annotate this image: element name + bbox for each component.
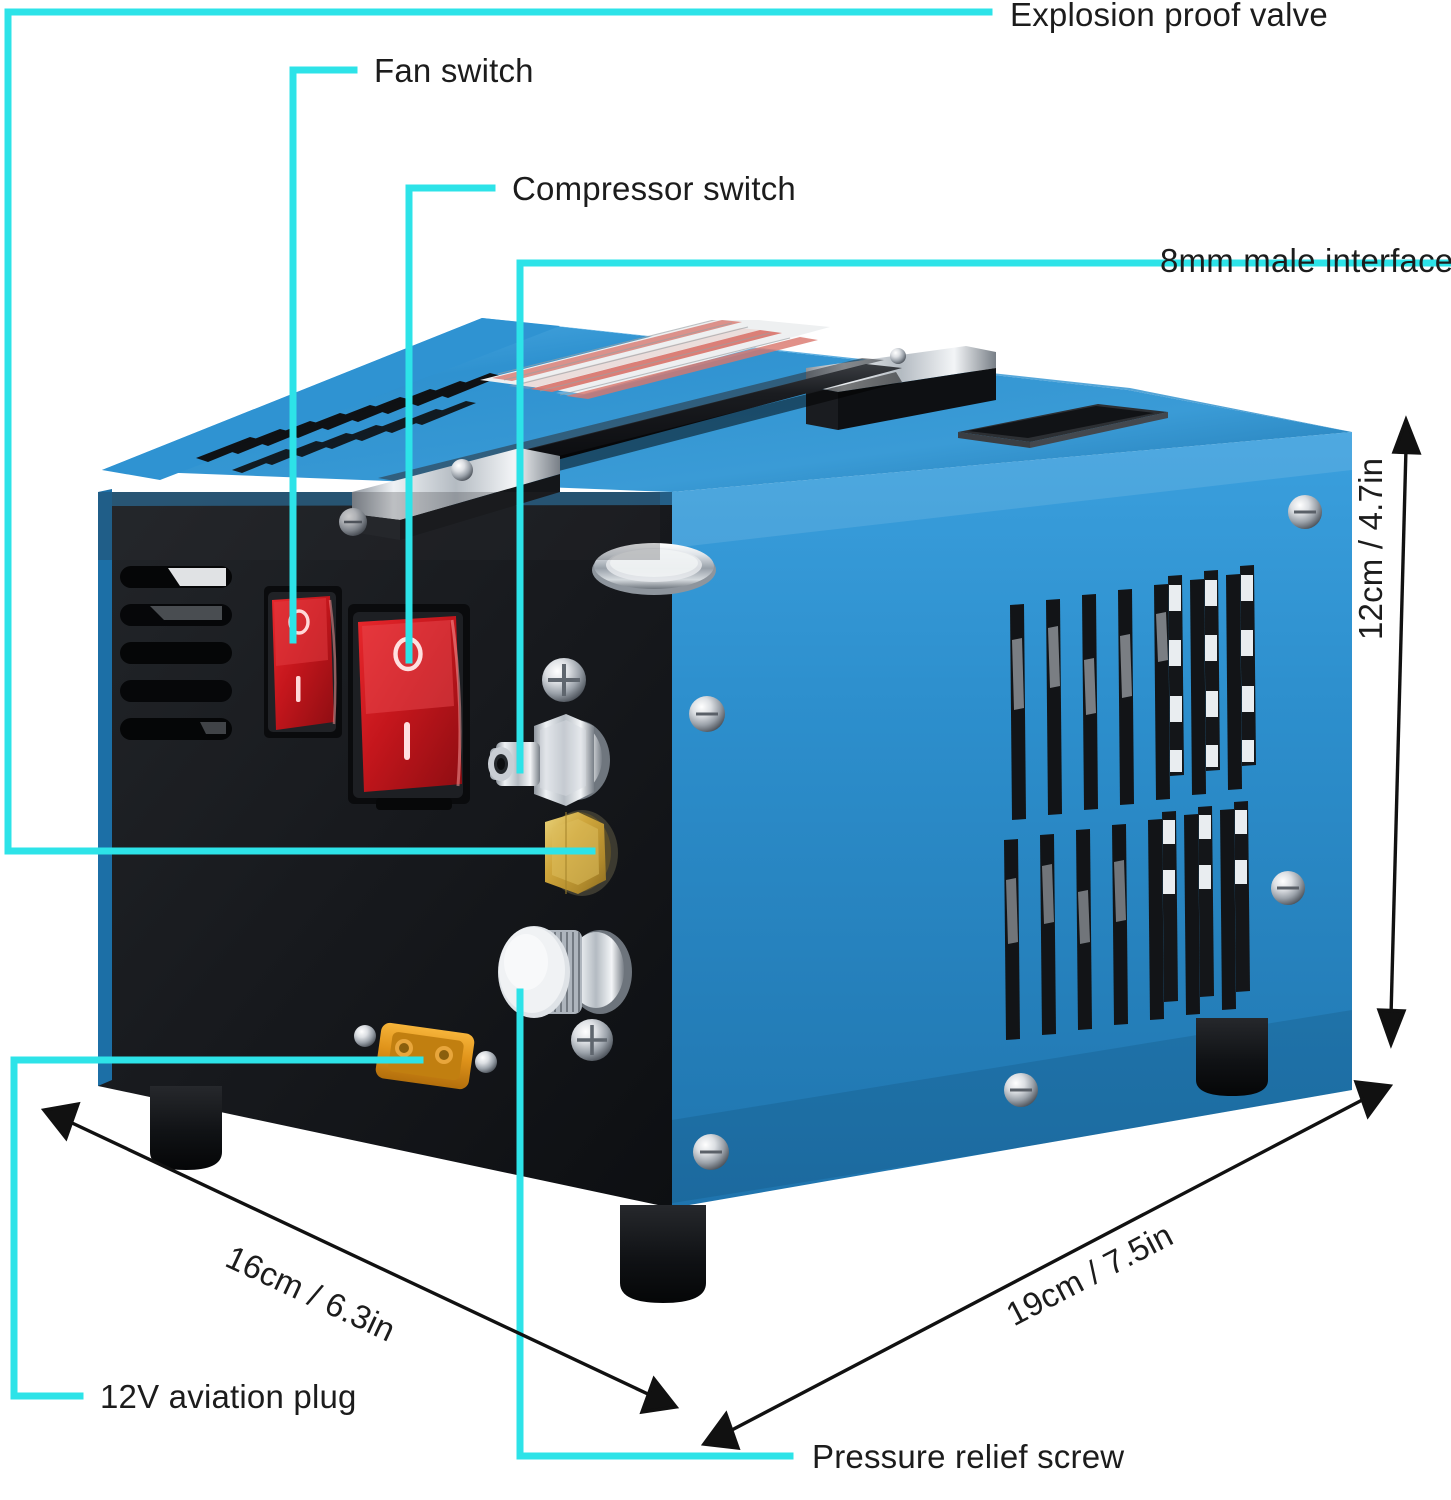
front-left-vents	[120, 566, 232, 740]
device-left-edge-strip	[98, 489, 112, 1086]
quick-connect-fitting	[488, 658, 610, 806]
side-vents-lower	[1004, 801, 1250, 1040]
right-side-details	[672, 432, 1352, 1205]
device-top-left-shoulder	[102, 318, 560, 480]
compressor-switch-rocker[interactable]	[348, 604, 470, 810]
callout-label-explosion-proof-valve: Explosion proof valve	[1010, 0, 1328, 33]
dimension-arrows	[40, 415, 1422, 1451]
side-screws	[339, 495, 1322, 1170]
leader-explosion-proof-valve	[4, 8, 993, 855]
callout-label-compressor-switch: Compressor switch	[512, 170, 796, 207]
display-bezel	[958, 404, 1168, 448]
leader-male-interface-visible	[516, 259, 1144, 774]
callout-label-fan-switch: Fan switch	[374, 52, 534, 89]
top-vents	[196, 373, 502, 473]
device-right-side	[672, 432, 1352, 1208]
dimension-label-depth: 16cm / 6.3in	[220, 1238, 402, 1349]
leader-male-interface	[516, 259, 1451, 774]
dimension-label-height: 12cm / 4.7in	[1352, 457, 1389, 640]
side-vents-upper	[1010, 565, 1256, 820]
chrome-oil-cap	[592, 543, 716, 595]
leader-compressor-switch	[405, 184, 496, 664]
leader-aviation-plug	[10, 1056, 424, 1400]
fan-switch-rocker[interactable]	[264, 586, 342, 738]
device-top-back-edge	[482, 318, 1352, 432]
callout-label-aviation-plug: 12V aviation plug	[100, 1378, 357, 1415]
device-front-panel	[98, 492, 672, 1208]
dimension-depth-arrow	[40, 1101, 680, 1415]
callout-leader-lines	[4, 8, 1451, 1460]
callout-label-male-interface: 8mm male interface	[1160, 242, 1451, 279]
leader-pressure-relief-screw	[516, 988, 794, 1460]
leader-fan-switch	[289, 66, 358, 644]
xt-connector	[354, 1022, 497, 1090]
top-face-details	[196, 320, 1168, 595]
knurled-knob[interactable]	[498, 926, 632, 1061]
carry-handle	[352, 346, 996, 540]
brass-valve	[545, 810, 618, 896]
device-front-top-lip	[98, 492, 672, 506]
device-top-face	[102, 318, 1352, 492]
leader-male-interface-seg	[516, 259, 1451, 774]
dimension-width-arrow	[700, 1079, 1394, 1451]
warning-label	[480, 320, 830, 399]
callout-label-pressure-relief-screw: Pressure relief screw	[812, 1438, 1125, 1475]
dimension-label-width: 19cm / 7.5in	[1000, 1215, 1179, 1333]
front-panel-details	[98, 492, 660, 1090]
